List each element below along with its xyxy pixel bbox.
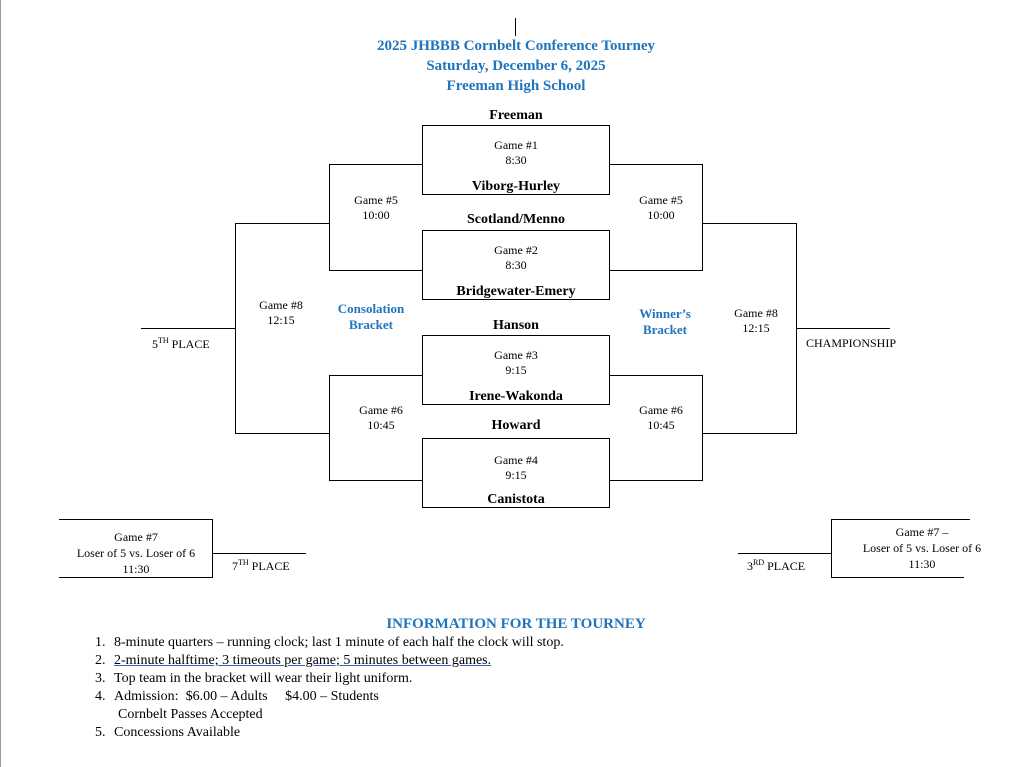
team-irene-wakonda: Irene-Wakonda (469, 389, 563, 404)
info-title: INFORMATION FOR THE TOURNEY (386, 616, 646, 632)
game-6-left-time: 10:45 (367, 418, 395, 432)
game-2-time: 8:30 (505, 258, 527, 272)
info-item-5: 5. Concessions Available (95, 725, 240, 741)
info-item-4: 4. Admission: $6.00 – Adults $4.00 – Stud… (95, 689, 379, 705)
third-place-label: 3RD PLACE (747, 558, 805, 574)
fifth-place-num: 5 (152, 337, 158, 351)
tourney-date: Saturday, December 6, 2025 (426, 58, 606, 74)
game-5-left-time: 10:00 (362, 208, 390, 222)
game-3-time: 9:15 (505, 363, 527, 377)
game-3-info: Game #3 9:15 (423, 348, 609, 378)
winners-bracket-label: Winner’s Bracket (614, 306, 716, 338)
game-3-label: Game #3 (494, 348, 538, 362)
game-7-left-time: 11:30 (122, 562, 150, 576)
game-7-right-time: 11:30 (908, 557, 936, 571)
info-item-2: 2. 2-minute halftime; 3 timeouts per game… (95, 653, 491, 669)
info-item-1: 1. 8-minute quarters – running clock; las… (95, 635, 564, 651)
team-viborg-hurley: Viborg-Hurley (471, 179, 561, 194)
game-7-left-label: Game #7 (114, 530, 158, 544)
game-2-label: Game #2 (494, 243, 538, 257)
fifth-place-sup: TH (158, 336, 169, 345)
championship-label: CHAMPIONSHIP (806, 336, 897, 350)
game-5-right-time: 10:00 (647, 208, 675, 222)
game-8-right-label: Game #8 (734, 306, 778, 320)
game-8-right-info: Game #8 12:15 (715, 306, 797, 336)
game-6-right-label: Game #6 (639, 403, 683, 417)
info-item-5-text: Concessions Available (114, 725, 241, 740)
game-5-right-info: Game #5 10:00 (615, 193, 707, 223)
page-left-border (0, 0, 1, 767)
team-freeman: Freeman (489, 108, 543, 123)
info-item-4-sub: Cornbelt Passes Accepted (118, 707, 263, 723)
team-canistota: Canistota (487, 492, 545, 507)
game-6-left-label: Game #6 (359, 403, 403, 417)
game-1-label: Game #1 (494, 138, 538, 152)
seventh-place-text: PLACE (248, 559, 290, 573)
info-item-5-num: 5. (95, 725, 106, 740)
info-item-1-text: 8-minute quarters – running clock; last … (114, 635, 564, 650)
info-item-2-num: 2. (95, 653, 106, 668)
game-6-right-info: Game #6 10:45 (615, 403, 707, 433)
third-place-sup: RD (753, 558, 765, 567)
info-item-4-text: Admission: $6.00 – Adults $4.00 – Studen… (114, 689, 379, 704)
team-hanson: Hanson (493, 318, 539, 333)
team-scotland-menno: Scotland/Menno (466, 212, 565, 227)
game-7-right-info: Game #7 – Loser of 5 vs. Loser of 6 11:3… (844, 524, 1000, 572)
info-item-4-sub-text: Cornbelt Passes Accepted (118, 707, 263, 722)
info-item-3: 3. Top team in the bracket will wear thei… (95, 671, 412, 687)
game-4-label: Game #4 (494, 453, 538, 467)
seventh-place-num: 7 (232, 559, 238, 573)
info-item-1-num: 1. (95, 635, 106, 650)
game-6-left-info: Game #6 10:45 (330, 403, 432, 433)
game-6-right-time: 10:45 (647, 418, 675, 432)
text-cursor (515, 18, 516, 36)
seventh-place-sup: TH (238, 558, 249, 567)
winners-line-1: Winner’s (639, 306, 691, 321)
info-item-3-text: Top team in the bracket will wear their … (114, 671, 413, 686)
fifth-place-text: PLACE (168, 337, 210, 351)
game-4-info: Game #4 9:15 (423, 453, 609, 483)
game-1-info: Game #1 8:30 (423, 138, 609, 168)
game-7-right-label: Game #7 – (895, 525, 949, 539)
game-5-left-info: Game #5 10:00 (330, 193, 422, 223)
game-8-left-info: Game #8 12:15 (240, 298, 322, 328)
game-8-right-time: 12:15 (742, 321, 770, 335)
info-item-4-num: 4. (95, 689, 106, 704)
consolation-bracket-label: Consolation Bracket (320, 301, 422, 333)
third-place-text: PLACE (764, 559, 806, 573)
team-bridgewater-emery: Bridgewater-Emery (456, 284, 576, 299)
game-7-left-info: Game #7 Loser of 5 vs. Loser of 6 11:30 (60, 529, 212, 577)
consolation-line-1: Consolation (337, 301, 405, 316)
tourney-location: Freeman High School (446, 78, 586, 94)
game-4-time: 9:15 (505, 468, 527, 482)
team-howard: Howard (491, 418, 541, 433)
game-8-left-label: Game #8 (259, 298, 303, 312)
third-place-num: 3 (747, 559, 753, 573)
fifth-place-label: 5TH PLACE (152, 336, 210, 352)
tourney-title: 2025 JHBBB Cornbelt Conference Tourney (376, 38, 656, 54)
consolation-line-2: Bracket (348, 317, 394, 332)
game-1-time: 8:30 (505, 153, 527, 167)
game-5-left-label: Game #5 (354, 193, 398, 207)
game-7-left-desc: Loser of 5 vs. Loser of 6 (76, 546, 196, 560)
seventh-place-label: 7TH PLACE (232, 558, 290, 574)
info-item-3-num: 3. (95, 671, 106, 686)
game-2-info: Game #2 8:30 (423, 243, 609, 273)
game-5-right-label: Game #5 (639, 193, 683, 207)
game-8-left-time: 12:15 (267, 313, 295, 327)
info-item-2-text: 2-minute halftime; 3 timeouts per game; … (114, 653, 492, 668)
winners-line-2: Bracket (642, 322, 688, 337)
game-7-right-desc: Loser of 5 vs. Loser of 6 (862, 541, 982, 555)
